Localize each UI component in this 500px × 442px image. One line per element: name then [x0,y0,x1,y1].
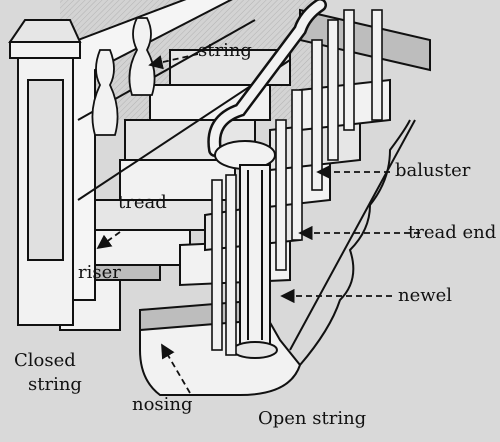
label-open-string: Open string [258,408,367,429]
label-tread-end: tread end [408,222,497,243]
open-balusters [211,9,383,356]
open-string-profile [299,119,411,366]
handrail [209,0,325,155]
closed-newel-post [8,19,82,326]
label-string: string [198,40,252,61]
leader-lines [96,53,420,394]
label-newel: newel [398,285,453,306]
label-nosing: nosing [132,394,193,415]
label-closed-string-line2: string [28,374,82,395]
label-closed-string-line1: Closed [14,350,76,371]
label-riser: riser [78,262,121,283]
label-baluster: baluster [395,160,471,181]
open-newel-post [232,164,278,359]
label-tread: tread [118,192,167,213]
